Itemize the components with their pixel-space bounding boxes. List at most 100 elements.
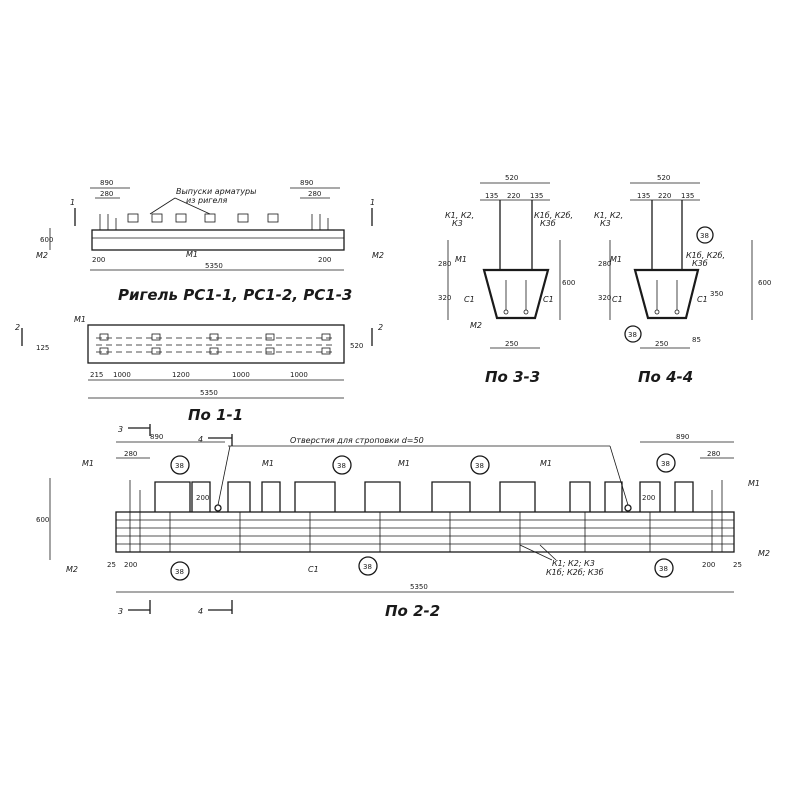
callout-38-g: [170, 561, 190, 581]
callout-38-f-text: 38: [661, 460, 670, 468]
dim-890-right: 890: [300, 179, 313, 187]
dim-200-b: 200: [318, 256, 331, 264]
riegel-elevation: 890 890 280 280 5350 600 200 200 М2 М2 М…: [36, 179, 384, 304]
callout-38-i-text: 38: [659, 565, 668, 573]
lifting-hole-left: [214, 504, 222, 512]
note-holes: Отверстия для строповки d=50: [290, 436, 424, 445]
dim-250-a: 250: [505, 340, 518, 348]
outlet-bars: [99, 213, 329, 230]
label-k-right-a2: К3б: [540, 219, 556, 228]
label-m1-b: М1: [74, 315, 86, 324]
label-k-left-b2: К3: [600, 219, 611, 228]
dim-280-d: 280: [707, 450, 720, 458]
dim-135-d: 135: [681, 192, 694, 200]
dim-200-f: 200: [642, 494, 655, 502]
label-k-right-b2: К3б: [692, 259, 708, 268]
lifting-hole-right: [624, 504, 632, 512]
callout-38-b: [624, 325, 642, 343]
label-m2-e: М2: [758, 549, 770, 558]
callout-38-d-text: 38: [337, 462, 346, 470]
dim-280-v-a: 280: [438, 260, 451, 268]
section-mark-2-right: 2: [378, 323, 383, 332]
dim-135-c: 135: [637, 192, 650, 200]
section-mark-1-right: 1: [370, 198, 375, 207]
dim-890-d: 890: [676, 433, 689, 441]
dim-600-c: 600: [758, 279, 771, 287]
label-c1-c: С1: [612, 295, 623, 304]
dim-520-b: 520: [505, 174, 518, 182]
label-m1-e: М1: [82, 459, 94, 468]
dim-280-c: 280: [124, 450, 137, 458]
callout-38-c: [170, 455, 190, 475]
section-mark-2-left: 2: [15, 323, 20, 332]
lifting-loops: [154, 481, 694, 512]
title-view-1-1: По 1-1: [188, 406, 243, 424]
dim-25-b: 25: [733, 561, 742, 569]
callout-38-e: [470, 455, 490, 475]
dim-520-a: 520: [350, 342, 363, 350]
riegel-body: [91, 229, 345, 251]
dim-600-a: 600: [40, 236, 53, 244]
label-m2-a: М2: [36, 251, 48, 260]
stirrups: [129, 480, 723, 552]
label-m2-d: М2: [66, 565, 78, 574]
section-mark-3-top: 3: [118, 425, 123, 434]
dim-5350-a: 5350: [205, 262, 223, 270]
label-m1-d: М1: [610, 255, 622, 264]
dim-220-b: 220: [658, 192, 671, 200]
callout-38-c-text: 38: [175, 462, 184, 470]
dim-280-v-b: 280: [598, 260, 611, 268]
label-k-left-a: К1, К2,: [445, 211, 474, 220]
section-mark-1-left: 1: [70, 198, 75, 207]
dim-200-e: 200: [196, 494, 209, 502]
dim-5350-b: 5350: [200, 389, 218, 397]
label-m1-g: М1: [398, 459, 410, 468]
label-k-right-a: К1б, К2б,: [534, 211, 573, 220]
callout-38-h: [358, 556, 378, 576]
section-mark-4-bottom: 4: [198, 607, 203, 616]
dim-600-d: 600: [36, 516, 49, 524]
label-k-bottom: К1; К2; К3: [552, 559, 595, 568]
dim-1200-a: 1200: [172, 371, 190, 379]
dim-280-right: 280: [308, 190, 321, 198]
dim-890-c: 890: [150, 433, 163, 441]
label-c1-b: С1: [543, 295, 554, 304]
dim-520-c: 520: [657, 174, 670, 182]
label-m2-b: М2: [372, 251, 384, 260]
dim-220-a: 220: [507, 192, 520, 200]
callout-38-b-text: 38: [628, 331, 637, 339]
callout-38-h-text: 38: [363, 563, 372, 571]
section-4-4-outline: [633, 268, 700, 320]
label-m1-a: М1: [186, 250, 198, 259]
title-riegel: Ригель РС1-1, РС1-2, РС1-3: [118, 286, 352, 304]
dim-600-b: 600: [562, 279, 575, 287]
callout-38-a-text: 38: [700, 232, 709, 240]
callout-38-d: [332, 455, 352, 475]
label-c1-a: С1: [464, 295, 475, 304]
dim-200-a: 200: [92, 256, 105, 264]
dim-250-b: 250: [655, 340, 668, 348]
dim-85: 85: [692, 336, 701, 344]
label-m1-i: М1: [748, 479, 760, 488]
label-m1-c: М1: [455, 255, 467, 264]
callout-38-f: [656, 453, 676, 473]
dim-320-b: 320: [598, 294, 611, 302]
dim-135-a: 135: [485, 192, 498, 200]
dim-1000-a: 1000: [113, 371, 131, 379]
section-mark-3-bottom: 3: [118, 607, 123, 616]
note-outlets-2: из ригеля: [186, 196, 228, 205]
dim-890-left: 890: [100, 179, 113, 187]
elevation-body: [115, 511, 735, 553]
dim-215: 215: [90, 371, 103, 379]
dim-125: 125: [36, 344, 49, 352]
label-m1-h: М1: [540, 459, 552, 468]
plan-view-1-1: 1000 1200 1000 1000 215 5350 520 125 М1 …: [15, 315, 383, 424]
section-mark-4-top: 4: [198, 435, 203, 444]
section-3-3-outline: [482, 268, 550, 320]
label-m1-f: М1: [262, 459, 274, 468]
title-view-3-3: По 3-3: [485, 368, 540, 386]
dim-5350-c: 5350: [410, 583, 428, 591]
label-c1-e: С1: [308, 565, 319, 574]
dim-25-a: 25: [107, 561, 116, 569]
